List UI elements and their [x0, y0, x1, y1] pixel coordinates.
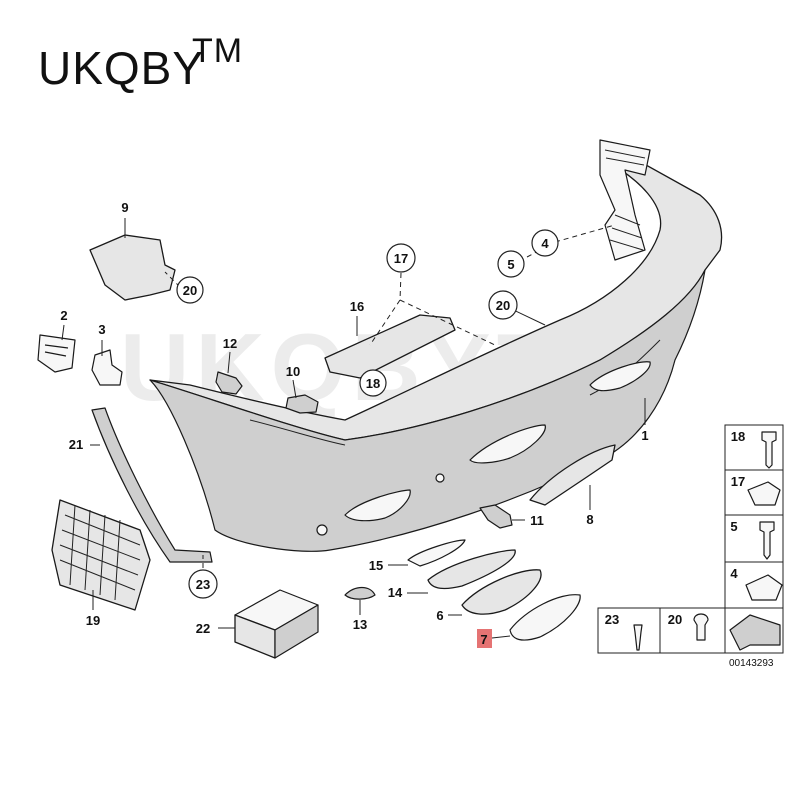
- mounting-bracket: [599, 139, 651, 261]
- diagram-code: 00143293: [729, 658, 774, 669]
- screw-5-icon: [759, 521, 775, 560]
- callout-23: 23: [196, 577, 210, 592]
- part-8-shape: [529, 444, 616, 506]
- part-13-shape: [344, 586, 376, 600]
- part-21-shape: [91, 407, 213, 563]
- callout-6: 6: [436, 608, 443, 623]
- callout-8: 8: [586, 512, 593, 527]
- rivet-23-icon: [633, 624, 643, 651]
- callout-labels: 9 20 2 3 12 10 17 16 18 20 4 5 1 21 19 2…: [60, 200, 649, 648]
- clip-nut-4-icon: [745, 574, 783, 601]
- part-16-shape: [324, 314, 456, 379]
- callout-1: 1: [641, 428, 648, 443]
- part-9-shape: [89, 234, 176, 301]
- bumper-cover: [149, 144, 723, 552]
- callout-20-a: 20: [183, 283, 197, 298]
- callout-7: 7: [480, 632, 487, 647]
- callout-18: 18: [366, 376, 380, 391]
- part-10-shape: [285, 394, 319, 414]
- callout-13: 13: [353, 617, 367, 632]
- screw-18-icon: [761, 431, 777, 469]
- callout-21: 21: [69, 437, 83, 452]
- callout-19: 19: [86, 613, 100, 628]
- callout-5: 5: [507, 257, 514, 272]
- callout-4: 4: [541, 236, 549, 251]
- fastener-legend: 18 17 5 4 23 20 00143293: [597, 424, 784, 669]
- callout-2: 2: [60, 308, 67, 323]
- callout-17: 17: [394, 251, 408, 266]
- part-7-shape: [509, 594, 581, 641]
- part-2-shape: [37, 334, 76, 373]
- part-14-shape: [427, 549, 516, 590]
- leader-lines: [61, 218, 646, 639]
- clip-nut-17-icon: [747, 481, 781, 506]
- part-3-shape: [91, 349, 123, 386]
- plug-20-icon: [693, 613, 709, 641]
- brand-trademark: TM: [192, 32, 243, 70]
- legend-20: 20: [668, 612, 682, 627]
- part-11-shape: [479, 504, 513, 529]
- callout-14: 14: [388, 585, 403, 600]
- callout-10: 10: [286, 364, 300, 379]
- legend-17: 17: [731, 474, 745, 489]
- legend-18: 18: [731, 429, 745, 444]
- part-15-shape: [407, 539, 466, 567]
- part-22-box: [234, 589, 319, 659]
- part-19-grille: [51, 499, 151, 611]
- callout-20-b: 20: [496, 298, 510, 313]
- callout-12: 12: [223, 336, 237, 351]
- callout-3: 3: [98, 322, 105, 337]
- callout-22: 22: [196, 621, 210, 636]
- callout-16: 16: [350, 299, 364, 314]
- direction-arrow-icon: [729, 614, 781, 651]
- callout-9: 9: [121, 200, 128, 215]
- callout-11: 11: [530, 513, 544, 528]
- legend-4: 4: [730, 566, 738, 581]
- callout-15: 15: [369, 558, 383, 573]
- part-6-shape: [461, 569, 542, 615]
- part-12-shape: [215, 371, 243, 395]
- legend-5: 5: [730, 519, 737, 534]
- highlight-7: [477, 629, 492, 648]
- legend-23: 23: [605, 612, 619, 627]
- brand-name: UKQBY: [38, 42, 204, 94]
